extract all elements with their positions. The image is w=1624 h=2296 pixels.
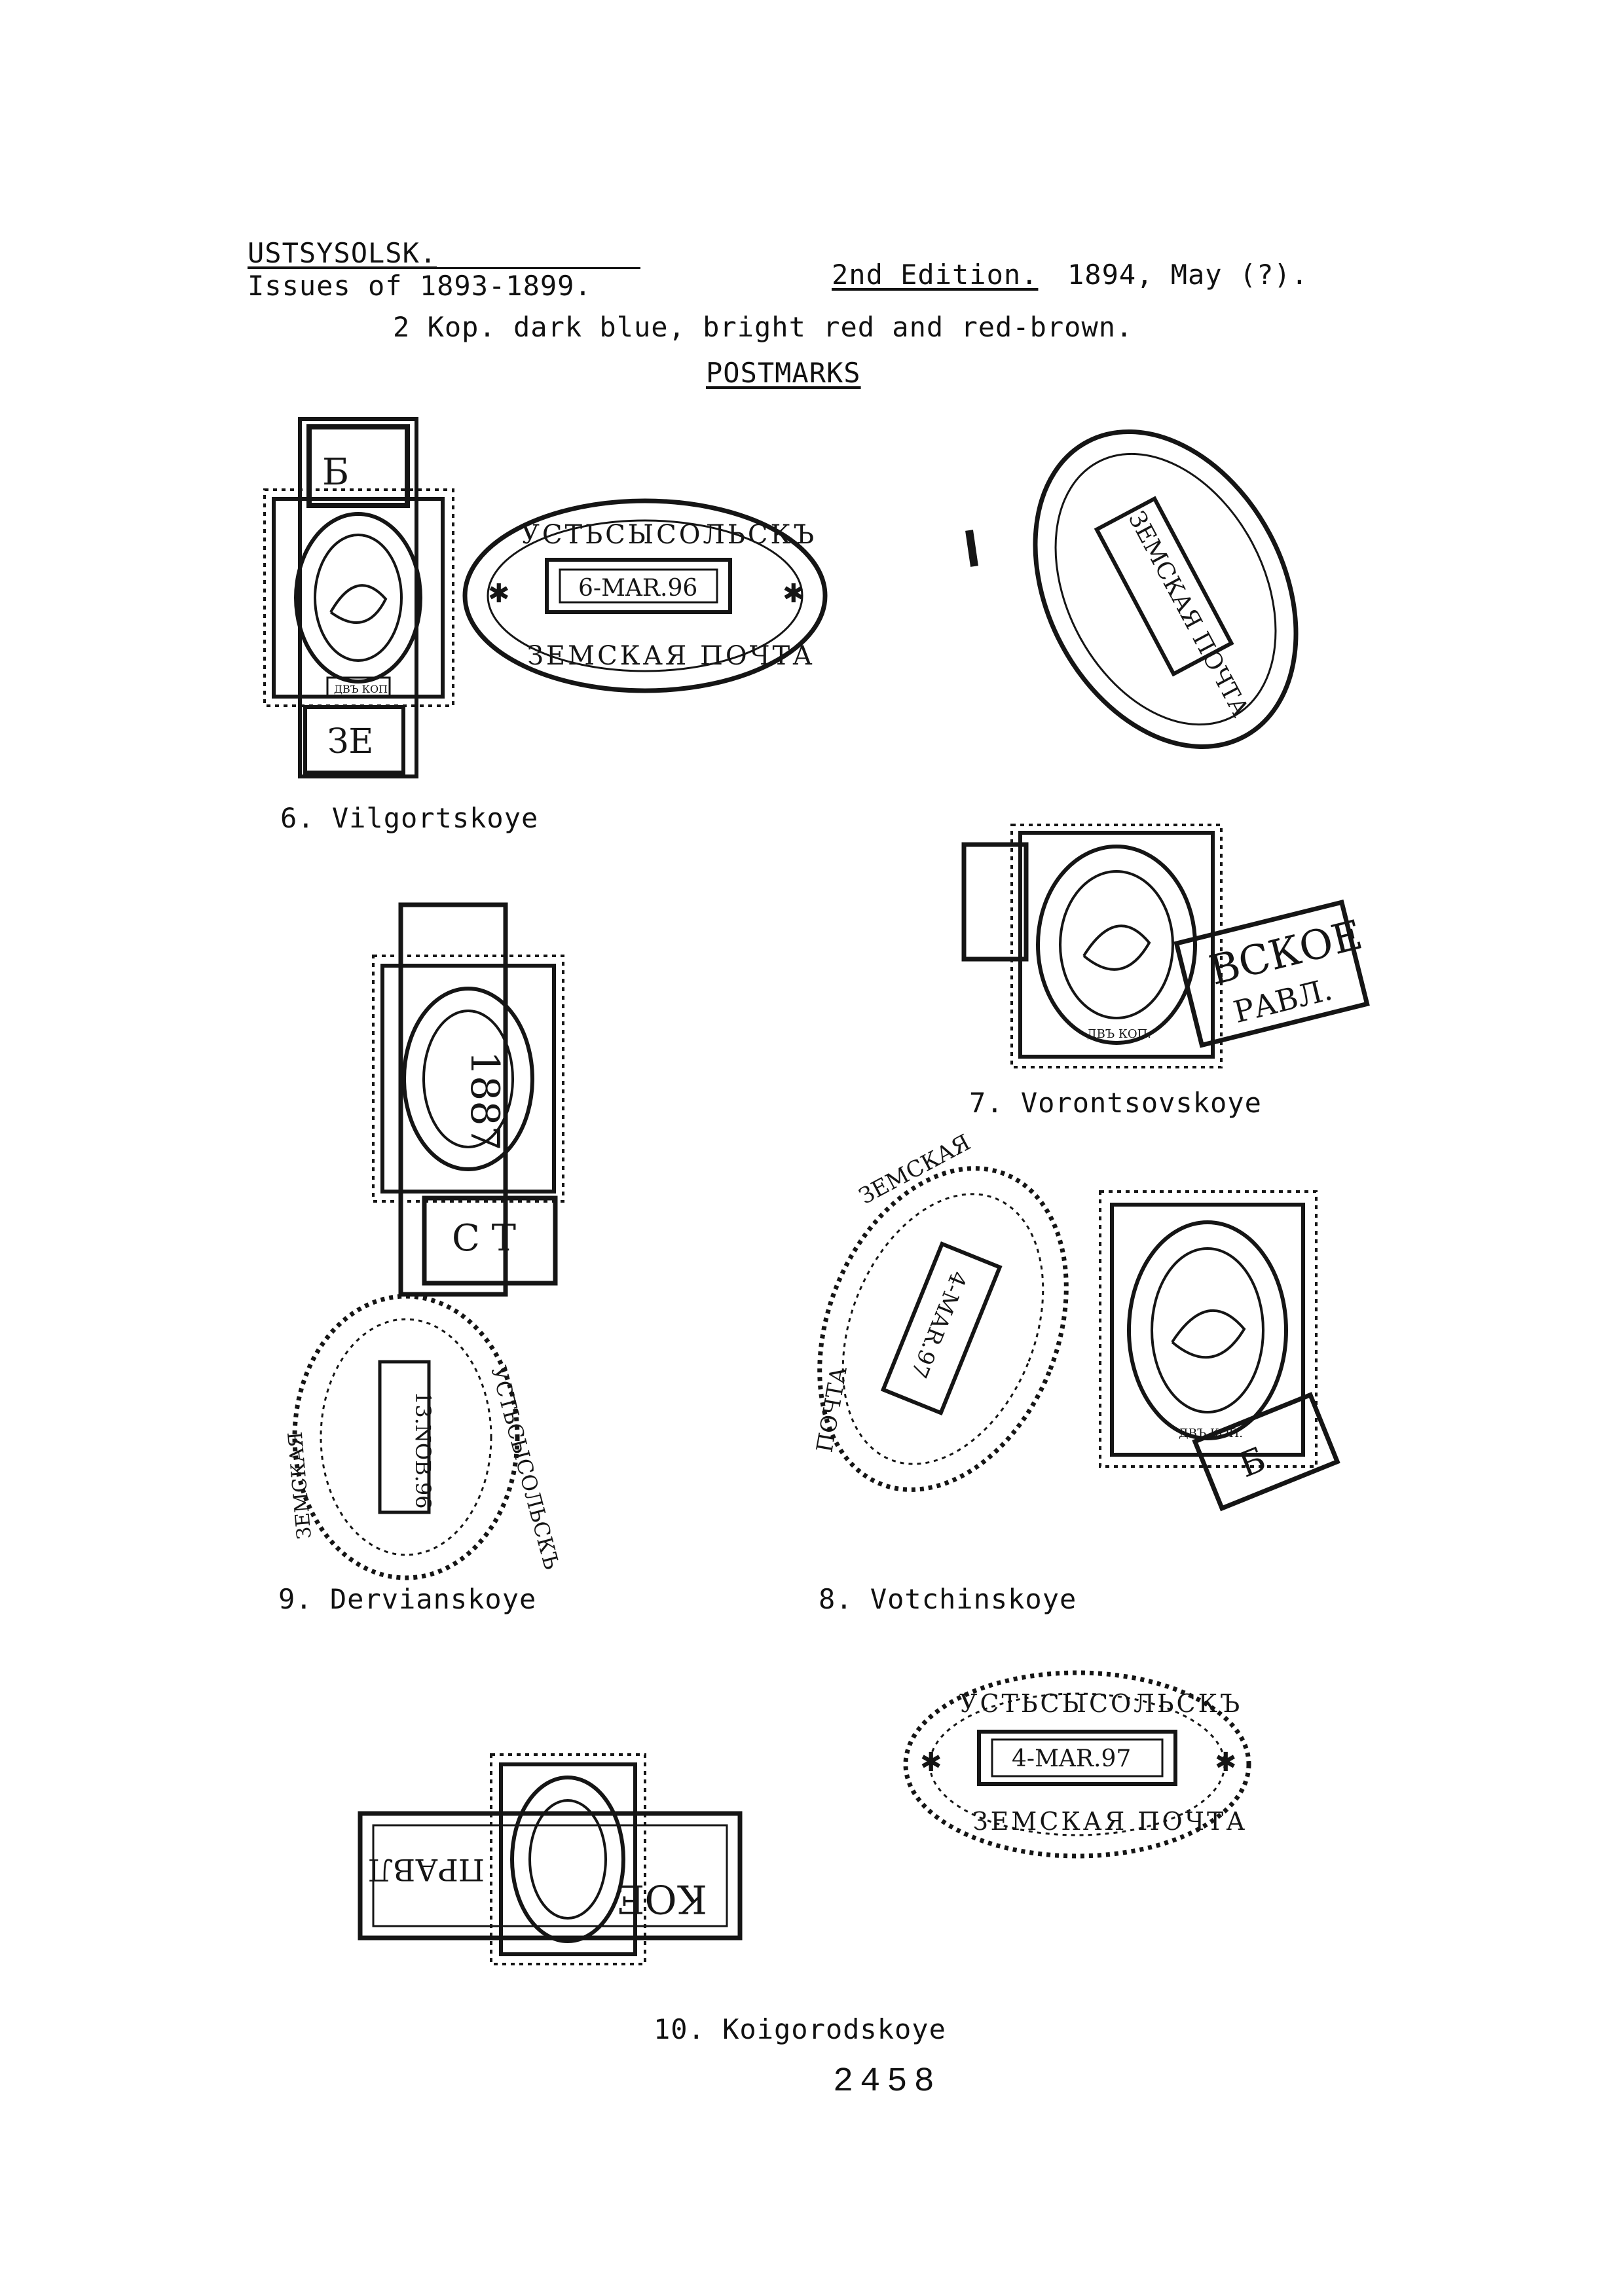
fig10-caption: 10. Koigorodskoye [654, 2013, 946, 2045]
svg-text:ЗЕМСКАЯ: ЗЕМСКАЯ [855, 1129, 974, 1210]
svg-text:1887: 1887 [462, 1051, 507, 1151]
fig6-oval-bottom: ЗЕМСКАЯ ПОЧТА [527, 641, 815, 671]
city-heading: USTSYSOLSK. [248, 237, 437, 269]
fig8-oval-postmark: 4-MAR.97 ЗЕМСКАЯ ПОЧТА [811, 1129, 1069, 1492]
fig7-stamp: ДВЪ КОП. ВСКОЕ РАВЛ. [961, 824, 1370, 1068]
svg-text:Б: Б [1234, 1440, 1272, 1485]
svg-text:✱: ✱ [488, 579, 510, 609]
fig10-box-main: КОЕ [616, 1876, 707, 1922]
fig10-oval-bottom: ЗЕМСКАЯ ПОЧТА [972, 1807, 1247, 1836]
fig7-stamp-value: ДВЪ КОП. [1087, 1027, 1151, 1041]
fig10-oval-postmark: 4-MAR.97 УСТЬСЫСОЛЬСКЪ ЗЕМСКАЯ ПОЧТА ✱ ✱ [903, 1670, 1251, 1859]
edition-date: 1894, May (?). [1067, 259, 1309, 291]
fig10-oval-top: УСТЬСЫСОЛЬСКЪ [959, 1689, 1242, 1718]
fig-middle-stamp: 1887 С Т [372, 902, 564, 1297]
svg-text:✱: ✱ [783, 579, 805, 609]
svg-text:✱: ✱ [1215, 1747, 1237, 1777]
fig7-caption: 7. Vorontsovskoye [969, 1087, 1262, 1119]
edition-label: 2nd Edition. [832, 259, 1039, 291]
svg-text:ЗЕ: ЗЕ [327, 722, 373, 761]
svg-text:ЗЕМСКАЯ: ЗЕМСКАЯ [284, 1430, 316, 1540]
fig6-stamp: ДВЪ КОП. Б ЗЕ [263, 417, 454, 778]
fig10-stamp: КОЕ ПРАВЛ [358, 1753, 743, 1965]
fig9-caption: 9. Dervianskoye [278, 1583, 537, 1615]
svg-text:✱: ✱ [920, 1747, 942, 1777]
issue-description: 2 Kop. dark blue, bright red and red-bro… [393, 311, 1134, 343]
svg-text:Б: Б [322, 451, 349, 494]
svg-text:УСТЬСЫСОЛЬСКЪ: УСТЬСЫСОЛЬСКЪ [486, 1363, 564, 1572]
fig6-oval-postmark: 6-MAR.96 УСТЬСЫСОЛЬСКЪ ЗЕМСКАЯ ПОЧТА ✱ ✱ [462, 498, 828, 693]
fig8-caption: 8. Votchinskoye [819, 1583, 1077, 1615]
fig8-stamp: ДВЪ КОП. Б [1099, 1190, 1340, 1512]
fig9-date: 13.NOB.96 [411, 1391, 435, 1509]
fig10-date: 4-MAR.97 [1012, 1745, 1131, 1772]
header-rule [248, 267, 640, 269]
page-number: 2458 [833, 2062, 941, 2101]
fig6-date: 6-MAR.96 [578, 575, 697, 602]
fig-top-right-oval-postmark: ЗЕМСКАЯ ПОЧТА [965, 429, 1299, 749]
fig10-box-sub: ПРАВЛ [368, 1852, 485, 1887]
fig6-oval-top: УСТЬСЫСОЛЬСКЪ [521, 520, 817, 550]
section-heading: POSTMARKS [706, 357, 861, 389]
fig6-stamp-value: ДВЪ КОП. [334, 683, 391, 695]
issues-line: Issues of 1893-1899. [248, 270, 592, 302]
fig9-oval-postmark: 13.NOB.96 УСТЬСЫСОЛЬСКЪ ЗЕМСКАЯ [284, 1294, 564, 1580]
svg-text:С Т: С Т [452, 1217, 516, 1260]
fig6-caption: 6. Vilgortskoye [280, 802, 539, 834]
